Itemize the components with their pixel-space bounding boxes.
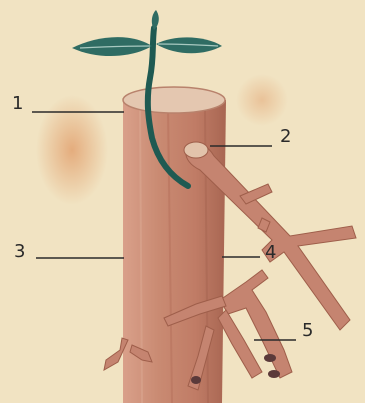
label-1: 1: [12, 95, 23, 113]
background-stain-right: [236, 74, 288, 126]
label-5: 5: [302, 322, 313, 340]
branch-cut-end: [184, 142, 208, 158]
label-4: 4: [265, 244, 276, 262]
label-2: 2: [280, 128, 291, 146]
label-3: 3: [14, 243, 25, 261]
stem-top-cut: [123, 87, 225, 113]
seedling-bud: [152, 10, 159, 30]
